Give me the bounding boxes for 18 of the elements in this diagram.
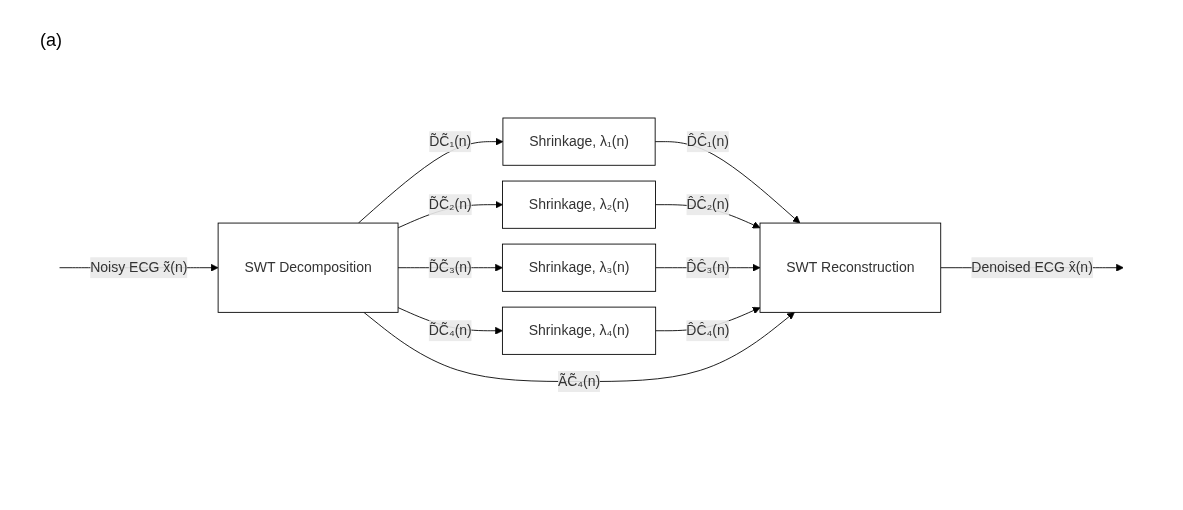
node-box: Shrinkage, λ₃(n) [502,243,657,292]
edge-label: D̂Ĉ₂(n) [686,196,730,212]
edge-label: D̂Ĉ₄(n) [686,322,730,338]
edge-label: Noisy ECG x̃(n) [90,259,188,275]
edge-label: D̃C̃₁(n) [429,133,472,149]
edge-label: D̃C̃₃(n) [428,259,472,275]
edge-label: ÃC̃₄(n) [557,373,601,389]
node-box: SWT Decomposition [217,222,399,313]
node-box: Shrinkage, λ₄(n) [501,306,657,355]
edge-label: D̂Ĉ₁(n) [686,133,729,149]
edge-label: Denoised ECG x̂(n) [971,259,1093,275]
panel-label: (a) [40,30,62,50]
node-box: SWT Reconstruction [759,222,942,313]
edge-label: D̂Ĉ₃(n) [686,259,730,275]
edge-label: D̃C̃₂(n) [428,196,472,212]
node-box: Shrinkage, λ₁(n) [502,117,656,166]
node-box: Shrinkage, λ₂(n) [502,180,656,229]
edge-label: D̃C̃₄(n) [428,322,472,338]
